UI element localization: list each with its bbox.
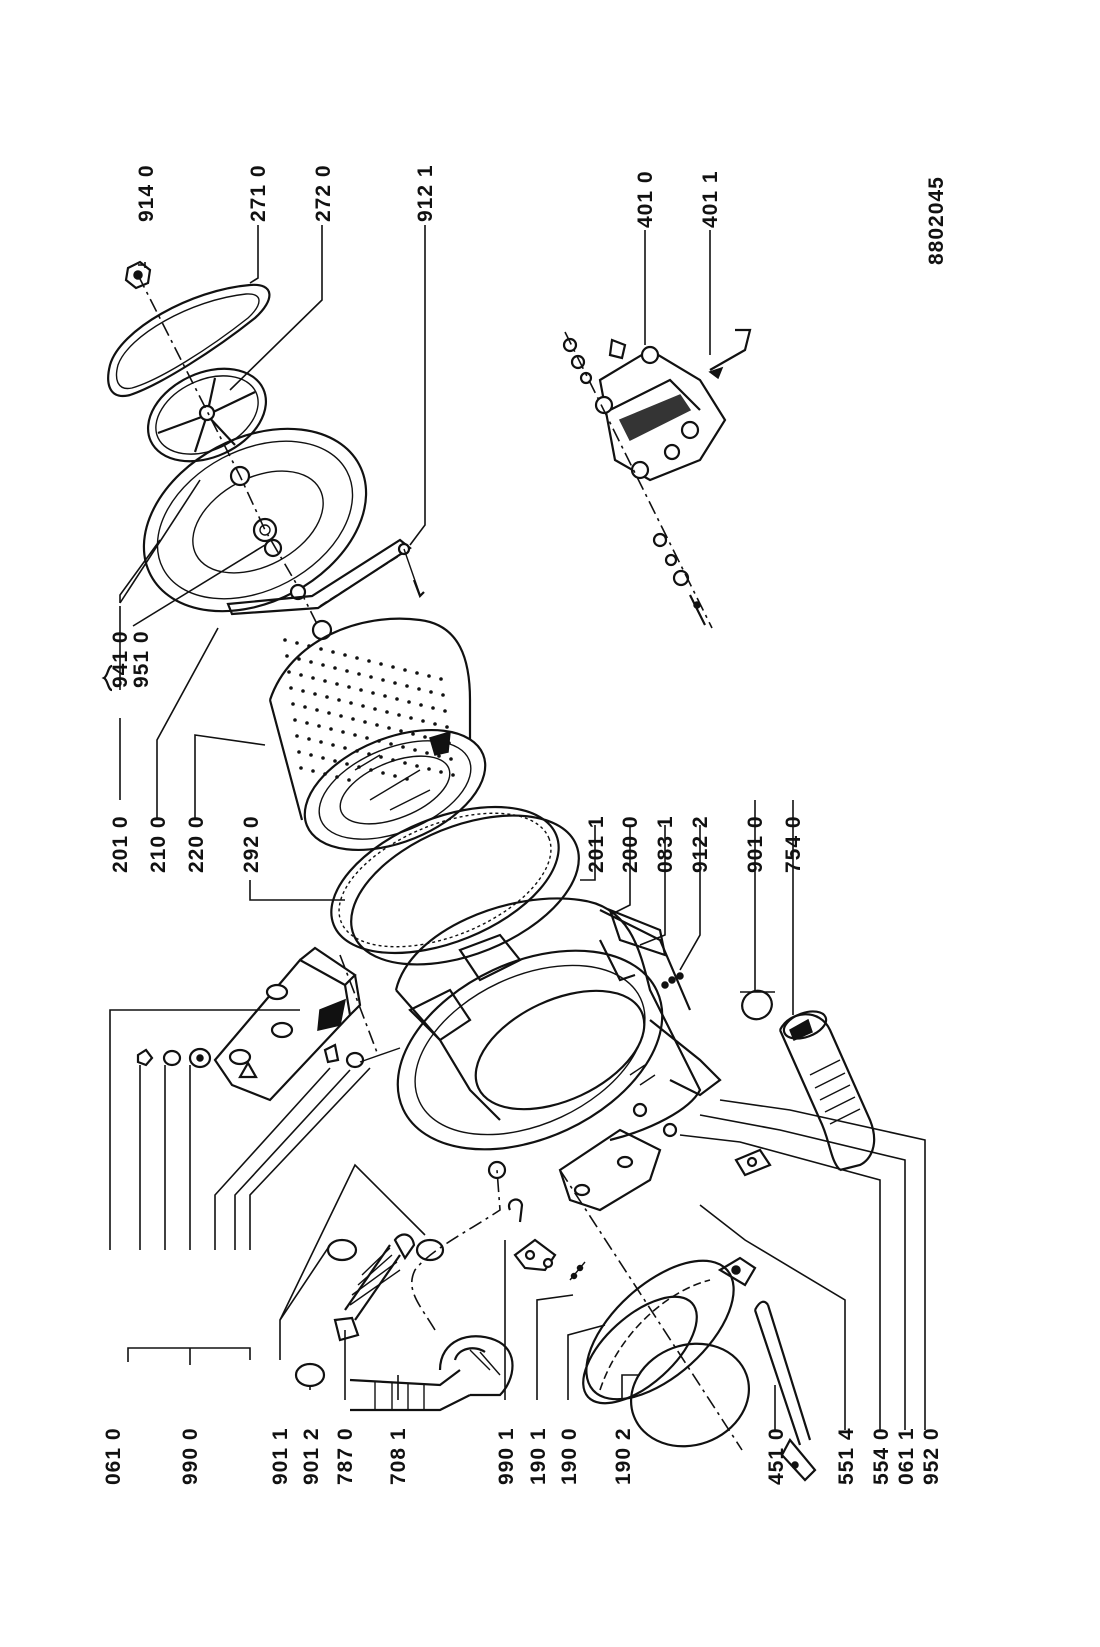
tub-hanger-icon <box>599 908 684 989</box>
counterweight-icon <box>213 946 362 1102</box>
label-201-0: 201 0 <box>109 815 132 873</box>
label-401-1: 401 1 <box>699 170 722 228</box>
part-labels: 914 0 271 0 272 0 912 1 401 0 401 1 941 … <box>101 164 943 1485</box>
label-190-2: 190 2 <box>612 1427 635 1485</box>
washer-set-icon <box>136 1043 401 1069</box>
label-292-0: 292 0 <box>240 815 263 873</box>
label-190-0: 190 0 <box>558 1427 581 1485</box>
thermostat-icon <box>717 1148 772 1287</box>
gasket-ring-icon <box>330 805 560 955</box>
label-912-1: 912 1 <box>414 164 437 222</box>
hose-clip-901-0-icon <box>740 989 775 1021</box>
label-754-0: 754 0 <box>782 815 805 873</box>
label-787-0: 787 0 <box>334 1427 357 1485</box>
axis-line-door <box>559 1169 743 1451</box>
label-901-2: 901 2 <box>300 1427 323 1485</box>
leader-lines <box>109 225 926 1430</box>
label-912-2: 912 2 <box>689 815 712 873</box>
motor-icon <box>594 328 752 482</box>
axis-line-motor <box>564 331 713 629</box>
label-271-0: 271 0 <box>247 164 270 222</box>
drum-icon <box>268 617 487 852</box>
tub-icon <box>394 897 722 1180</box>
label-061-0: 061 0 <box>102 1427 125 1485</box>
pressure-hose-icon <box>333 1233 416 1342</box>
heater-icon <box>753 1300 817 1482</box>
label-951-0: 951 0 <box>130 630 153 688</box>
drawing-number: 8802045 <box>925 176 948 265</box>
label-210-0: 210 0 <box>147 815 170 873</box>
label-061-1: 061 1 <box>895 1427 918 1485</box>
hose-route-line <box>410 1169 501 1331</box>
motor-fasteners-icon <box>562 337 706 626</box>
label-990-0: 990 0 <box>179 1427 202 1485</box>
label-190-1: 190 1 <box>527 1427 550 1485</box>
label-200-0: 200 0 <box>619 815 642 873</box>
label-551-4: 551 4 <box>835 1427 858 1485</box>
bellows-seal-icon <box>558 1128 662 1212</box>
label-901-0: 901 0 <box>744 815 767 873</box>
label-554-0: 554 0 <box>870 1427 893 1485</box>
drum-pulley-icon <box>146 367 268 463</box>
clip-990-icon <box>507 1198 557 1272</box>
label-201-1: 201 1 <box>585 815 608 873</box>
label-401-0: 401 0 <box>634 170 657 228</box>
axis-line-weight <box>339 954 379 1056</box>
label-708-1: 708 1 <box>387 1427 410 1485</box>
spring-clip-icon <box>569 1261 586 1281</box>
label-941-0: 941 0 <box>109 630 132 688</box>
label-451-0: 451 0 <box>765 1427 788 1485</box>
drum-perforations <box>283 638 455 782</box>
label-914-0: 914 0 <box>135 164 158 222</box>
label-272-0: 272 0 <box>312 164 335 222</box>
drain-hose-icon <box>349 1335 514 1412</box>
seal-ring-201-1-icon <box>350 814 580 966</box>
bearing-icon <box>289 583 307 601</box>
drive-belt-icon <box>107 283 271 398</box>
drum-spider-icon <box>226 538 425 641</box>
hose-clamps-icon <box>294 1238 445 1388</box>
door-glass-icon <box>629 1342 751 1448</box>
label-901-1: 901 1 <box>269 1427 292 1485</box>
brace-icon <box>101 664 113 692</box>
rear-flange-icon <box>142 427 368 613</box>
label-083-1: 083 1 <box>654 815 677 873</box>
label-220-0: 220 0 <box>185 815 208 873</box>
label-952-0: 952 0 <box>920 1427 943 1485</box>
front-ring-icon <box>582 1259 735 1405</box>
pump-outlet-hose-icon <box>778 1010 876 1172</box>
label-990-1: 990 1 <box>495 1427 518 1485</box>
